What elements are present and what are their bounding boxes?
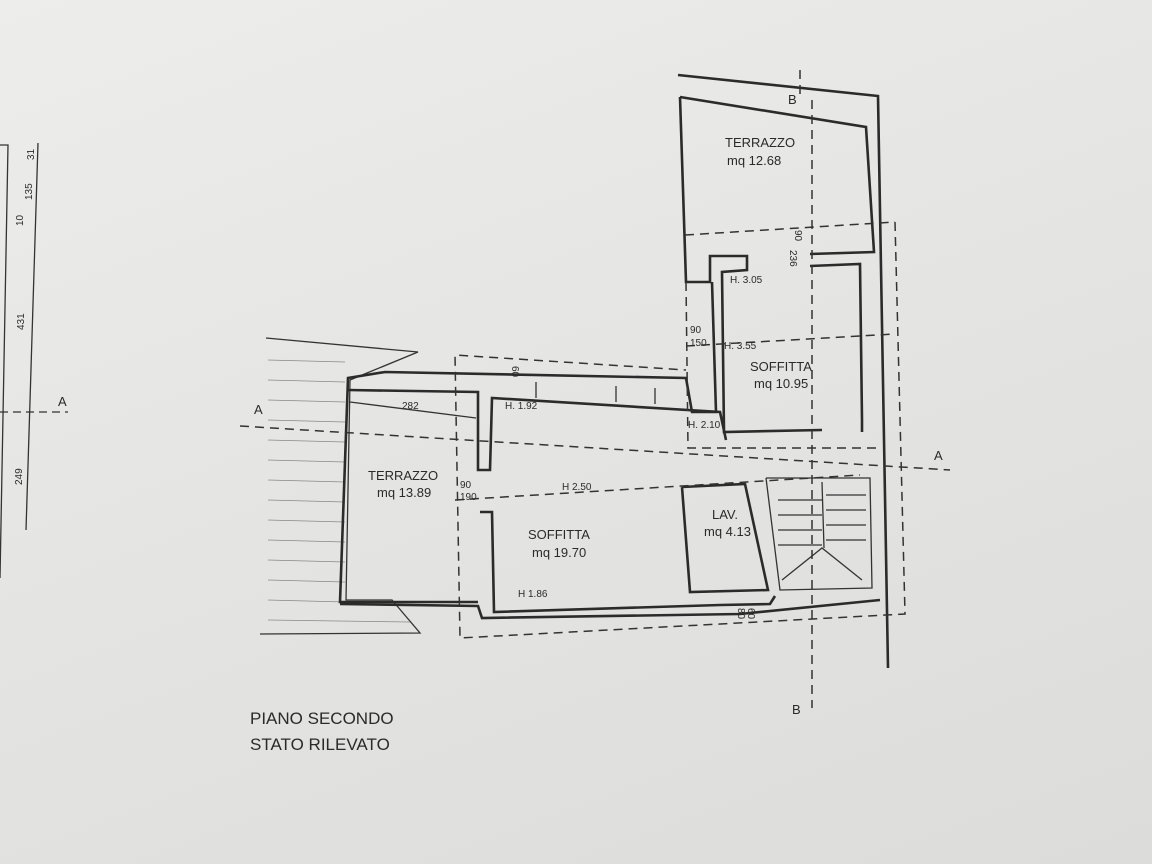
drawing-title: PIANO SECONDO STATO RILEVATO (250, 709, 394, 754)
svg-text:90: 90 (690, 325, 702, 336)
dim-135: 135 (24, 183, 35, 200)
svg-text:LAV.: LAV. (712, 507, 738, 522)
hatched-area (259, 337, 422, 635)
section-a-left-label: A (58, 394, 67, 409)
svg-text:TERRAZZO: TERRAZZO (725, 135, 795, 150)
svg-text:236: 236 (787, 250, 798, 267)
svg-text:60: 60 (745, 608, 756, 620)
room-soffitta-main: SOFFITTA mq 19.70 (528, 527, 590, 560)
walls (338, 73, 890, 669)
svg-text:80: 80 (735, 608, 746, 620)
svg-text:A: A (254, 402, 263, 417)
dim-10: 10 (15, 214, 26, 226)
room-soffitta-right: SOFFITTA mq 10.95 (750, 359, 812, 391)
svg-text:SOFFITTA: SOFFITTA (750, 359, 812, 374)
svg-text:60: 60 (509, 366, 520, 378)
dim-249: 249 (14, 468, 25, 485)
dim-31: 31 (26, 148, 37, 160)
svg-text:mq 13.89: mq 13.89 (377, 485, 431, 500)
svg-text:mq 19.70: mq 19.70 (532, 545, 586, 560)
svg-text:mq 10.95: mq 10.95 (754, 376, 808, 391)
room-lav: LAV. mq 4.13 (704, 507, 751, 539)
left-dimension-line: 31 135 10 431 249 A (0, 142, 68, 579)
svg-text:A: A (934, 448, 943, 463)
svg-text:190: 190 (460, 492, 477, 503)
dim-431: 431 (16, 313, 27, 330)
svg-text:mq 12.68: mq 12.68 (727, 153, 781, 168)
svg-text:TERRAZZO: TERRAZZO (368, 468, 438, 483)
svg-text:H. 2.10: H. 2.10 (688, 420, 721, 431)
room-terrazzo-top: TERRAZZO mq 12.68 (725, 135, 795, 168)
dimension-labels: 282 236 90 90 150 90 190 60 80 60 (349, 230, 803, 620)
svg-text:H. 3.55: H. 3.55 (724, 341, 757, 352)
room-terrazzo-left: TERRAZZO mq 13.89 (368, 468, 438, 500)
svg-text:H 2.50: H 2.50 (562, 482, 592, 493)
svg-text:150: 150 (690, 338, 707, 349)
title-line-2: STATO RILEVATO (250, 735, 390, 754)
svg-text:H. 3.05: H. 3.05 (730, 275, 763, 286)
svg-text:H 1.86: H 1.86 (518, 589, 548, 600)
svg-text:B: B (792, 702, 801, 717)
svg-text:SOFFITTA: SOFFITTA (528, 527, 590, 542)
svg-text:282: 282 (402, 401, 419, 412)
svg-text:90: 90 (792, 230, 803, 242)
svg-text:B: B (788, 92, 797, 107)
height-labels: H. 3.05 H. 3.55 H. 1.92 H. 2.10 H 2.50 H… (505, 275, 763, 600)
svg-text:90: 90 (460, 480, 472, 491)
svg-text:mq 4.13: mq 4.13 (704, 524, 751, 539)
section-markers: B B A A (254, 92, 943, 717)
title-line-1: PIANO SECONDO (250, 709, 394, 728)
dashed-lines (239, 70, 951, 708)
svg-text:H. 1.92: H. 1.92 (505, 401, 538, 412)
